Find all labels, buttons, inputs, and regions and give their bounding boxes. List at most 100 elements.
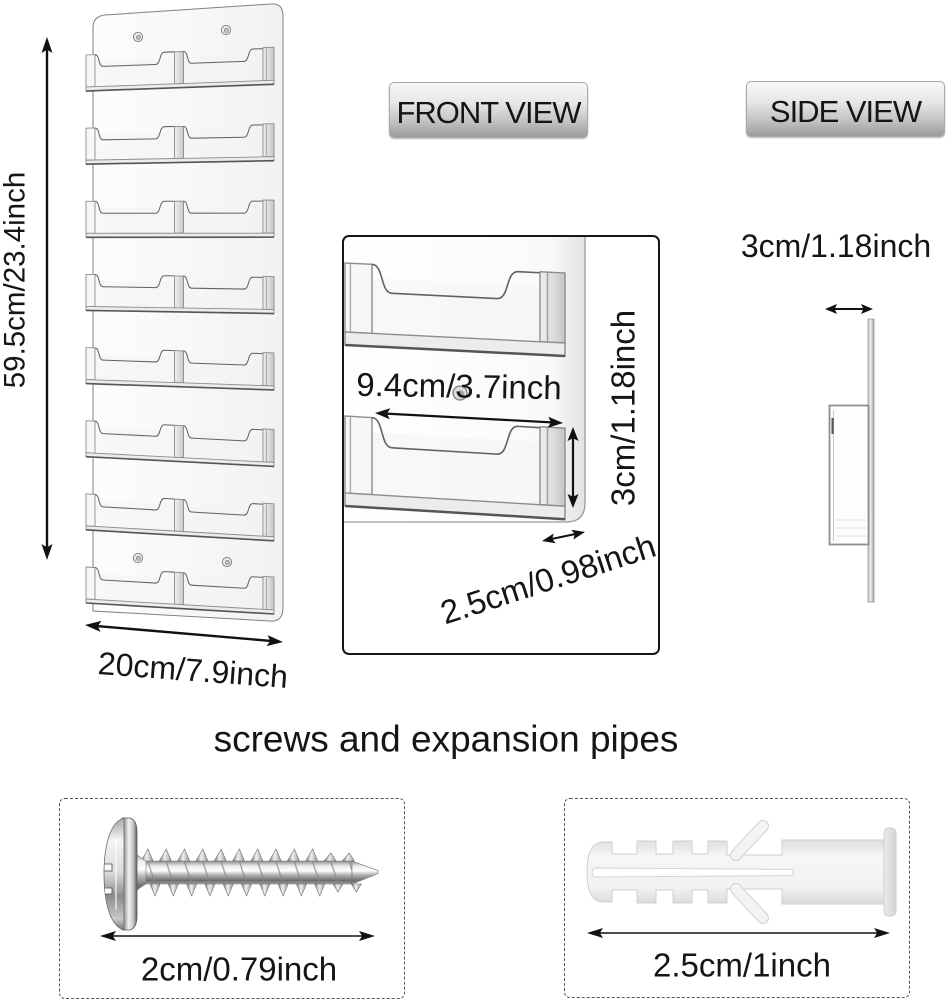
screw-slot <box>104 863 113 872</box>
pocket-cutout-edge <box>94 200 175 214</box>
pocket-end-wall <box>262 352 275 387</box>
mounting-hole <box>132 552 144 564</box>
card-pocket <box>85 200 175 234</box>
mounting-hole-center <box>224 560 230 565</box>
side-view-title: SIDE VIEW <box>769 94 922 129</box>
screw-thread-crest <box>204 883 216 897</box>
pocket-base-edge <box>86 382 274 391</box>
pocket-base-edge <box>345 343 565 358</box>
pocket-cutout-edge <box>183 275 263 290</box>
screw-thread-helix <box>275 861 284 884</box>
front-view-detail-frame <box>342 235 660 655</box>
pocket-base-edge <box>86 455 274 468</box>
arrowhead-start <box>587 928 603 938</box>
pocket-cutout-edge <box>94 274 175 289</box>
mounting-hole-center <box>457 390 464 397</box>
screw-thread-crest <box>332 883 344 893</box>
card-pocket <box>174 424 263 459</box>
end-wall-face <box>262 46 275 82</box>
rack-tier <box>85 273 275 315</box>
pocket-cutout-edge <box>94 347 175 363</box>
mounting-hole <box>220 24 232 36</box>
screw-thread-helix <box>293 861 303 884</box>
screw-thread-helix <box>330 861 339 884</box>
screw-thread-crest <box>286 848 300 862</box>
expansion-pipe-length-label: 2.5cm/1inch <box>653 946 831 984</box>
pocket-depth-arrow-icon <box>542 529 585 544</box>
arrow-shaft <box>96 624 272 643</box>
screw-thread-crest <box>213 848 227 862</box>
screw-head-rim <box>121 817 138 931</box>
anchor-barb <box>731 821 768 860</box>
pocket-side-wall <box>174 275 184 309</box>
front-view-title: FRONT VIEW <box>396 95 581 130</box>
pocket-cutout-edge <box>183 572 263 589</box>
pocket-width-label: 9.4cm/3.7inch <box>355 365 563 407</box>
pocket-side-wall <box>174 125 184 159</box>
side-depth-arrow-icon <box>825 304 873 314</box>
end-wall-face <box>262 575 275 611</box>
arrowhead-start <box>100 931 116 941</box>
pocket-base-edge <box>86 309 274 315</box>
screw-thread-helix <box>183 861 193 884</box>
rack-tier <box>85 347 275 391</box>
arrowhead-start <box>567 427 579 441</box>
screw-thread-crest <box>277 883 289 897</box>
card-pocket <box>85 420 175 454</box>
mounting-hole-center <box>135 556 141 561</box>
pocket-base-edge <box>86 83 274 92</box>
rack-tier <box>85 493 275 542</box>
screw-thread-crest <box>140 848 154 862</box>
side-pocket-mark <box>831 418 834 434</box>
screw-thread-crest <box>158 848 172 862</box>
arrowhead-start <box>375 408 391 420</box>
anchor-length-arrow-icon <box>587 928 890 938</box>
pocket-cutout-edge <box>94 493 175 511</box>
screw-thread-crest <box>167 883 179 897</box>
screw-thread-crest <box>305 848 319 862</box>
pocket-side-wall <box>85 54 96 88</box>
pocket-side-wall <box>174 200 184 234</box>
screw-thread-helix <box>147 861 156 884</box>
pocket-cutout-edge <box>183 499 263 516</box>
end-wall-face <box>262 275 275 311</box>
screw-thread-crest <box>250 848 264 862</box>
front-view-badge: FRONT VIEW <box>389 82 588 138</box>
card-rack-illustration <box>85 3 284 622</box>
pocket-width-arrow-icon <box>375 408 563 428</box>
screw-thread-crest <box>295 883 307 897</box>
pocket-cutout-edge <box>183 350 263 366</box>
mounting-hole-center <box>135 35 141 40</box>
rack-width-arrow-icon <box>85 620 283 647</box>
rack-height-label: 59.5cm/23.4inch <box>0 171 32 389</box>
screw-thread-crest <box>323 852 337 862</box>
arrowhead-end <box>41 544 53 560</box>
rack-height-arrow-icon <box>41 37 53 560</box>
pocket-base-edge <box>86 529 274 542</box>
anchor-flange <box>883 827 897 917</box>
side-depth-label: 3cm/1.18inch <box>740 228 932 264</box>
screw-thread-crest <box>186 883 198 897</box>
arrowhead-start <box>825 304 837 314</box>
pocket-base-edge <box>86 159 274 165</box>
pocket-cutout-edge <box>94 51 175 67</box>
pocket-side-wall <box>85 493 96 527</box>
side-view-illustration <box>828 318 875 603</box>
pocket-side-wall <box>85 273 96 308</box>
front-view-illustration <box>344 237 586 523</box>
pocket-side-wall <box>85 127 96 161</box>
screw-thread-helix <box>312 861 321 884</box>
pocket-side-wall <box>85 200 96 234</box>
screw-thread-crest <box>341 852 355 862</box>
pocket-end-wall <box>262 199 275 234</box>
pocket-cutout-edge <box>183 200 263 214</box>
mounting-hole <box>452 385 468 401</box>
screw-card <box>59 798 405 999</box>
mounting-hole <box>132 31 144 43</box>
arrow-shaft <box>551 533 576 540</box>
anchor-barb <box>731 884 768 923</box>
arrowhead-end <box>874 928 890 938</box>
card-pocket <box>174 200 263 234</box>
screw-length-label: 2cm/0.79inch <box>140 950 338 988</box>
